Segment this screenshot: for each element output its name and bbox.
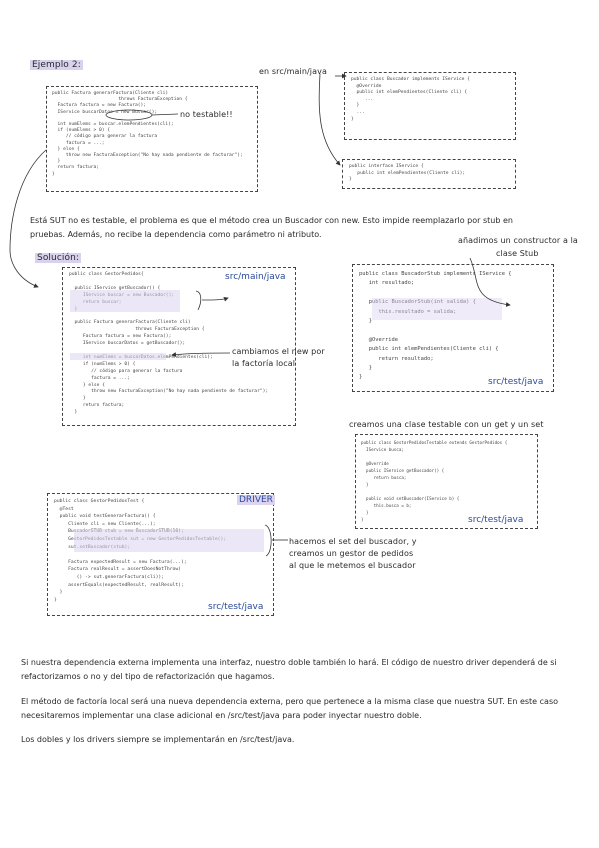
- heading-solucion: Solución:: [35, 253, 82, 263]
- heading-ejemplo-2: Ejemplo 2:: [30, 60, 83, 70]
- highlight-driver-setup: [74, 529, 264, 552]
- highlight-get-buscador: [70, 290, 180, 312]
- note-creamos-clase: creamos una clase testable con un get y …: [349, 420, 544, 429]
- note-anadimos-l1: añadimos un constructor a la: [458, 236, 578, 245]
- note-src-main-java: en src/main/java: [259, 67, 327, 76]
- paragraph-factoria-local: El método de factoría local será una nue…: [21, 697, 559, 720]
- code-original-sut: public Factura generarFactura(Cliente cl…: [46, 86, 258, 192]
- highlight-stub-constructor: [372, 298, 502, 320]
- note-cambiamos-l1: cambiamos el new por: [232, 347, 325, 356]
- paragraph-sut-not-testable: Está SUT no es testable, el problema es …: [30, 216, 513, 239]
- label-src-test-java-stub: src/test/java: [488, 377, 544, 387]
- label-src-main-java: src/main/java: [225, 272, 286, 282]
- highlight-buscar-datos: [70, 353, 166, 360]
- label-src-test-java-driver: src/test/java: [208, 602, 264, 612]
- note-hacemos-l3: al que le metemos el buscador: [289, 561, 416, 570]
- code-driver: public class GestorPedidosTest { @Test p…: [47, 493, 274, 616]
- note-cambiamos-l2: la factoría local: [232, 359, 296, 368]
- code-buscador-stub: public class BuscadorStub implements ISe…: [352, 264, 554, 392]
- note-no-testable: no testable!!: [180, 110, 233, 119]
- paragraph-dobles-drivers: Los dobles y los drivers siempre se impl…: [21, 735, 295, 744]
- note-anadimos-l2: clase Stub: [496, 249, 539, 258]
- note-hacemos-l2: creamos un gestor de pedidos: [289, 549, 414, 558]
- label-driver: DRIVER: [237, 495, 275, 505]
- label-src-test-java-testable: src/test/java: [468, 515, 524, 525]
- note-hacemos-l1: hacemos el set del buscador, y: [289, 537, 417, 546]
- paragraph-dependencia-interfaz: Si nuestra dependencia externa implement…: [21, 658, 557, 681]
- code-gestor-testable: public class GestorPedidosTestable exten…: [355, 434, 538, 529]
- code-buscador-class: public class Buscador implements IServic…: [344, 72, 516, 140]
- code-iservice-interface: public interface IService { public int e…: [342, 159, 516, 189]
